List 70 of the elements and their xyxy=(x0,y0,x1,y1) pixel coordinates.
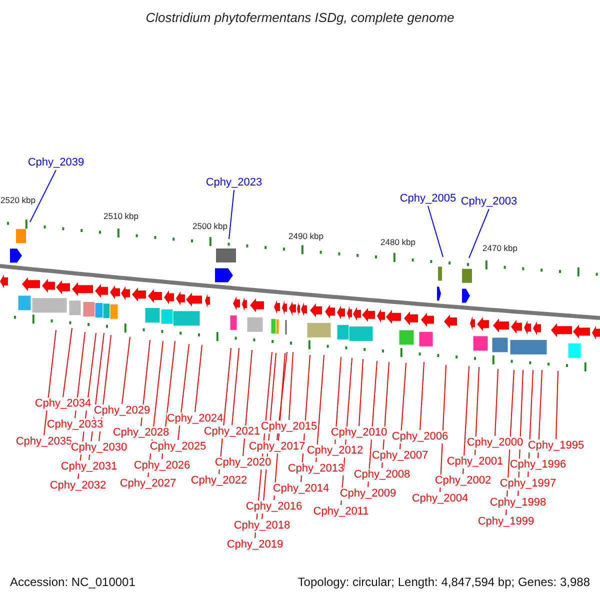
scale-label: 2490 kbp xyxy=(288,231,324,241)
gene-label: Cphy_2035 xyxy=(16,436,72,448)
gene-label: Cphy_2021 xyxy=(204,426,260,438)
leader-line xyxy=(358,358,364,426)
gene-label: Cphy_2027 xyxy=(120,478,176,490)
leader-line xyxy=(462,366,470,474)
leader-line xyxy=(288,352,294,420)
gene-label: Cphy_2000 xyxy=(466,436,524,450)
gene-label: Cphy_2006 xyxy=(392,430,448,444)
gene-label: Cphy_2009 xyxy=(340,488,396,500)
scale-label: 2520 kbp xyxy=(0,195,36,205)
gene-label: Cphy_2016 xyxy=(246,500,302,514)
gene-label: Cphy_2023 xyxy=(206,176,262,190)
gene-label: Cphy_2011 xyxy=(313,506,369,518)
gene-label: Cphy_2014 xyxy=(272,482,330,496)
gene-label: Cphy_2004 xyxy=(412,492,468,506)
gene-label: Cphy_2031 xyxy=(60,460,118,474)
leader-line xyxy=(468,208,490,258)
gene-label: Cphy_2039 xyxy=(28,156,84,170)
leader-line xyxy=(228,190,234,240)
gene-label: Cphy_1999 xyxy=(478,516,534,528)
leader-line xyxy=(420,362,424,430)
gene-label: Cphy_2003 xyxy=(460,196,518,208)
gene-label: Cphy_2002 xyxy=(434,474,492,488)
gene-label: Cphy_2005 xyxy=(400,192,456,206)
gene-label: Cphy_2029 xyxy=(94,404,150,418)
gene-label: Cphy_2007 xyxy=(372,450,428,462)
gene-label: Cphy_2012 xyxy=(306,444,364,458)
leader-line xyxy=(556,370,558,440)
gene-label: Cphy_2017 xyxy=(248,440,306,454)
leader-line xyxy=(194,344,202,412)
leader-line xyxy=(74,332,86,418)
gene-label: Cphy_2010 xyxy=(330,426,388,440)
leader-line xyxy=(232,348,240,426)
scale-label: 2500 kbp xyxy=(192,221,228,231)
gene-label: Cphy_2025 xyxy=(150,440,206,454)
leader-line xyxy=(316,354,324,462)
gene-label: Cphy_1998 xyxy=(490,496,546,510)
genome-info-text: Topology: circular; Length: 4,847,594 bp; Genes: 3,988 xyxy=(298,575,590,589)
gene-label: Cphy_2013 xyxy=(288,462,344,476)
gene-label: Cphy_1997 xyxy=(500,478,556,490)
gene-label: Cphy_2033 xyxy=(46,418,104,432)
gene-label: Cphy_2015 xyxy=(260,420,318,434)
accession-text: Accession: NC_010001 xyxy=(10,575,136,589)
scale-label: 2510 kbp xyxy=(104,211,138,221)
gene-label: Cphy_2026 xyxy=(134,460,190,472)
gene-label: Cphy_2034 xyxy=(34,398,92,410)
leader-line xyxy=(334,356,342,444)
scale-label: 2480 kbp xyxy=(380,237,416,247)
gene-label: Cphy_2024 xyxy=(166,412,224,426)
gene-label: Cphy_2028 xyxy=(112,426,170,440)
gene-label: Cphy_2030 xyxy=(70,442,128,454)
gene-label: Cphy_1995 xyxy=(528,440,584,452)
gene-label: Cphy_2001 xyxy=(446,456,504,468)
gene-label: Cphy_2019 xyxy=(226,538,284,552)
scale-label: 2470 kbp xyxy=(482,243,518,253)
diagram-title: Clostridium phytofermentans ISDg, complete genome xyxy=(144,10,456,26)
gene-label: Cphy_2022 xyxy=(190,474,248,488)
leader-line xyxy=(494,368,498,436)
leader-line xyxy=(30,170,56,222)
leader-line xyxy=(242,350,252,456)
gene-label: Cphy_2018 xyxy=(234,520,290,532)
leader-line xyxy=(122,336,130,404)
leader-line xyxy=(428,206,444,258)
gene-label: Cphy_2008 xyxy=(354,468,410,482)
gene-label: Cphy_2032 xyxy=(50,480,106,492)
gene-label: Cphy_1996 xyxy=(510,458,566,472)
leader-line xyxy=(44,330,56,436)
leader-line xyxy=(62,328,72,398)
gene-label: Cphy_2020 xyxy=(214,456,272,470)
